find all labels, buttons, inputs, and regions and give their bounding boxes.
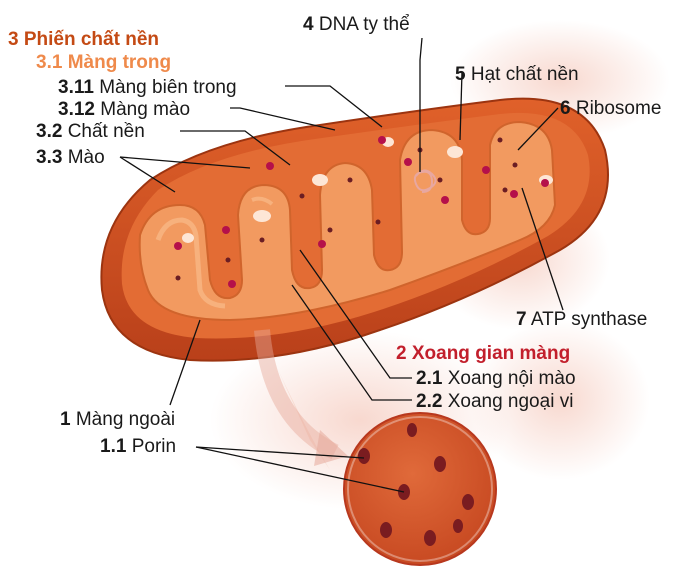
label-3-12-text: Màng mào (100, 99, 190, 120)
label-6-num: 6 (560, 98, 571, 119)
label-2-1-num: 2.1 (416, 368, 443, 389)
label-3-3-num: 3.3 (36, 147, 62, 168)
label-4-mtdna: 4 DNA ty thể (303, 14, 410, 35)
label-3-1-text: Màng trong (68, 52, 171, 73)
label-1-1-porin: 1.1 Porin (100, 436, 176, 457)
label-3-3-text: Mào (68, 147, 105, 168)
label-5-matrix-granule: 5 Hạt chất nền (455, 64, 579, 85)
label-4-num: 4 (303, 14, 314, 35)
label-4-text: DNA ty thể (319, 14, 410, 35)
inner-membrane-shape (138, 120, 557, 322)
label-5-num: 5 (455, 64, 466, 85)
label-3-text: Phiến chất nền (24, 29, 159, 50)
label-7-atp-synthase: 7 ATP synthase (516, 309, 647, 330)
label-3-11-num: 3.11 (58, 77, 94, 98)
label-3-stroma-lamella: 3 Phiến chất nền (8, 29, 159, 50)
label-3-11-text: Màng biên trong (99, 77, 236, 98)
label-3-num: 3 (8, 29, 19, 50)
label-2-2-peripheral-space: 2.2 Xoang ngoại vi (416, 391, 573, 412)
label-3-2-matrix: 3.2 Chất nền (36, 121, 145, 142)
label-6-text: Ribosome (576, 98, 662, 119)
label-1-outer-membrane: 1 Màng ngoài (60, 409, 175, 430)
label-3-12-cristal-membrane: 3.12 Màng mào (58, 99, 190, 120)
label-1-1-text: Porin (132, 436, 176, 457)
label-2-1-intracristal-space: 2.1 Xoang nội mào (416, 368, 576, 389)
label-3-2-text: Chất nền (68, 121, 145, 142)
atp-synthase-marks (174, 136, 549, 288)
label-3-11-inner-boundary: 3.11 Màng biên trong (58, 77, 237, 98)
label-1-num: 1 (60, 409, 71, 430)
label-2-intermembrane-space: 2 Xoang gian màng (396, 343, 570, 364)
matrix-granules (182, 137, 553, 243)
label-3-1-inner-membrane: 3.1 Màng trong (36, 52, 171, 73)
label-3-12-num: 3.12 (58, 99, 95, 120)
leader-lines (119, 37, 564, 493)
label-7-num: 7 (516, 309, 527, 330)
label-1-1-num: 1.1 (100, 436, 127, 457)
label-3-1-num: 3.1 (36, 52, 63, 73)
label-6-ribosome: 6 Ribosome (560, 98, 661, 119)
label-5-text: Hạt chất nền (471, 64, 579, 85)
label-1-text: Màng ngoài (76, 409, 175, 430)
label-7-text: ATP synthase (531, 309, 648, 330)
label-3-3-cristae: 3.3 Mào (36, 147, 105, 168)
label-2-num: 2 (396, 343, 407, 364)
porin-zoom-circle (343, 412, 497, 566)
ribosome-dots (175, 137, 518, 281)
mtdna-squiggle (413, 169, 437, 193)
label-3-2-num: 3.2 (36, 121, 62, 142)
label-2-1-text: Xoang nội mào (448, 368, 576, 389)
label-2-text: Xoang gian màng (412, 343, 570, 364)
label-2-2-num: 2.2 (416, 391, 442, 412)
label-2-2-text: Xoang ngoại vi (448, 391, 574, 412)
